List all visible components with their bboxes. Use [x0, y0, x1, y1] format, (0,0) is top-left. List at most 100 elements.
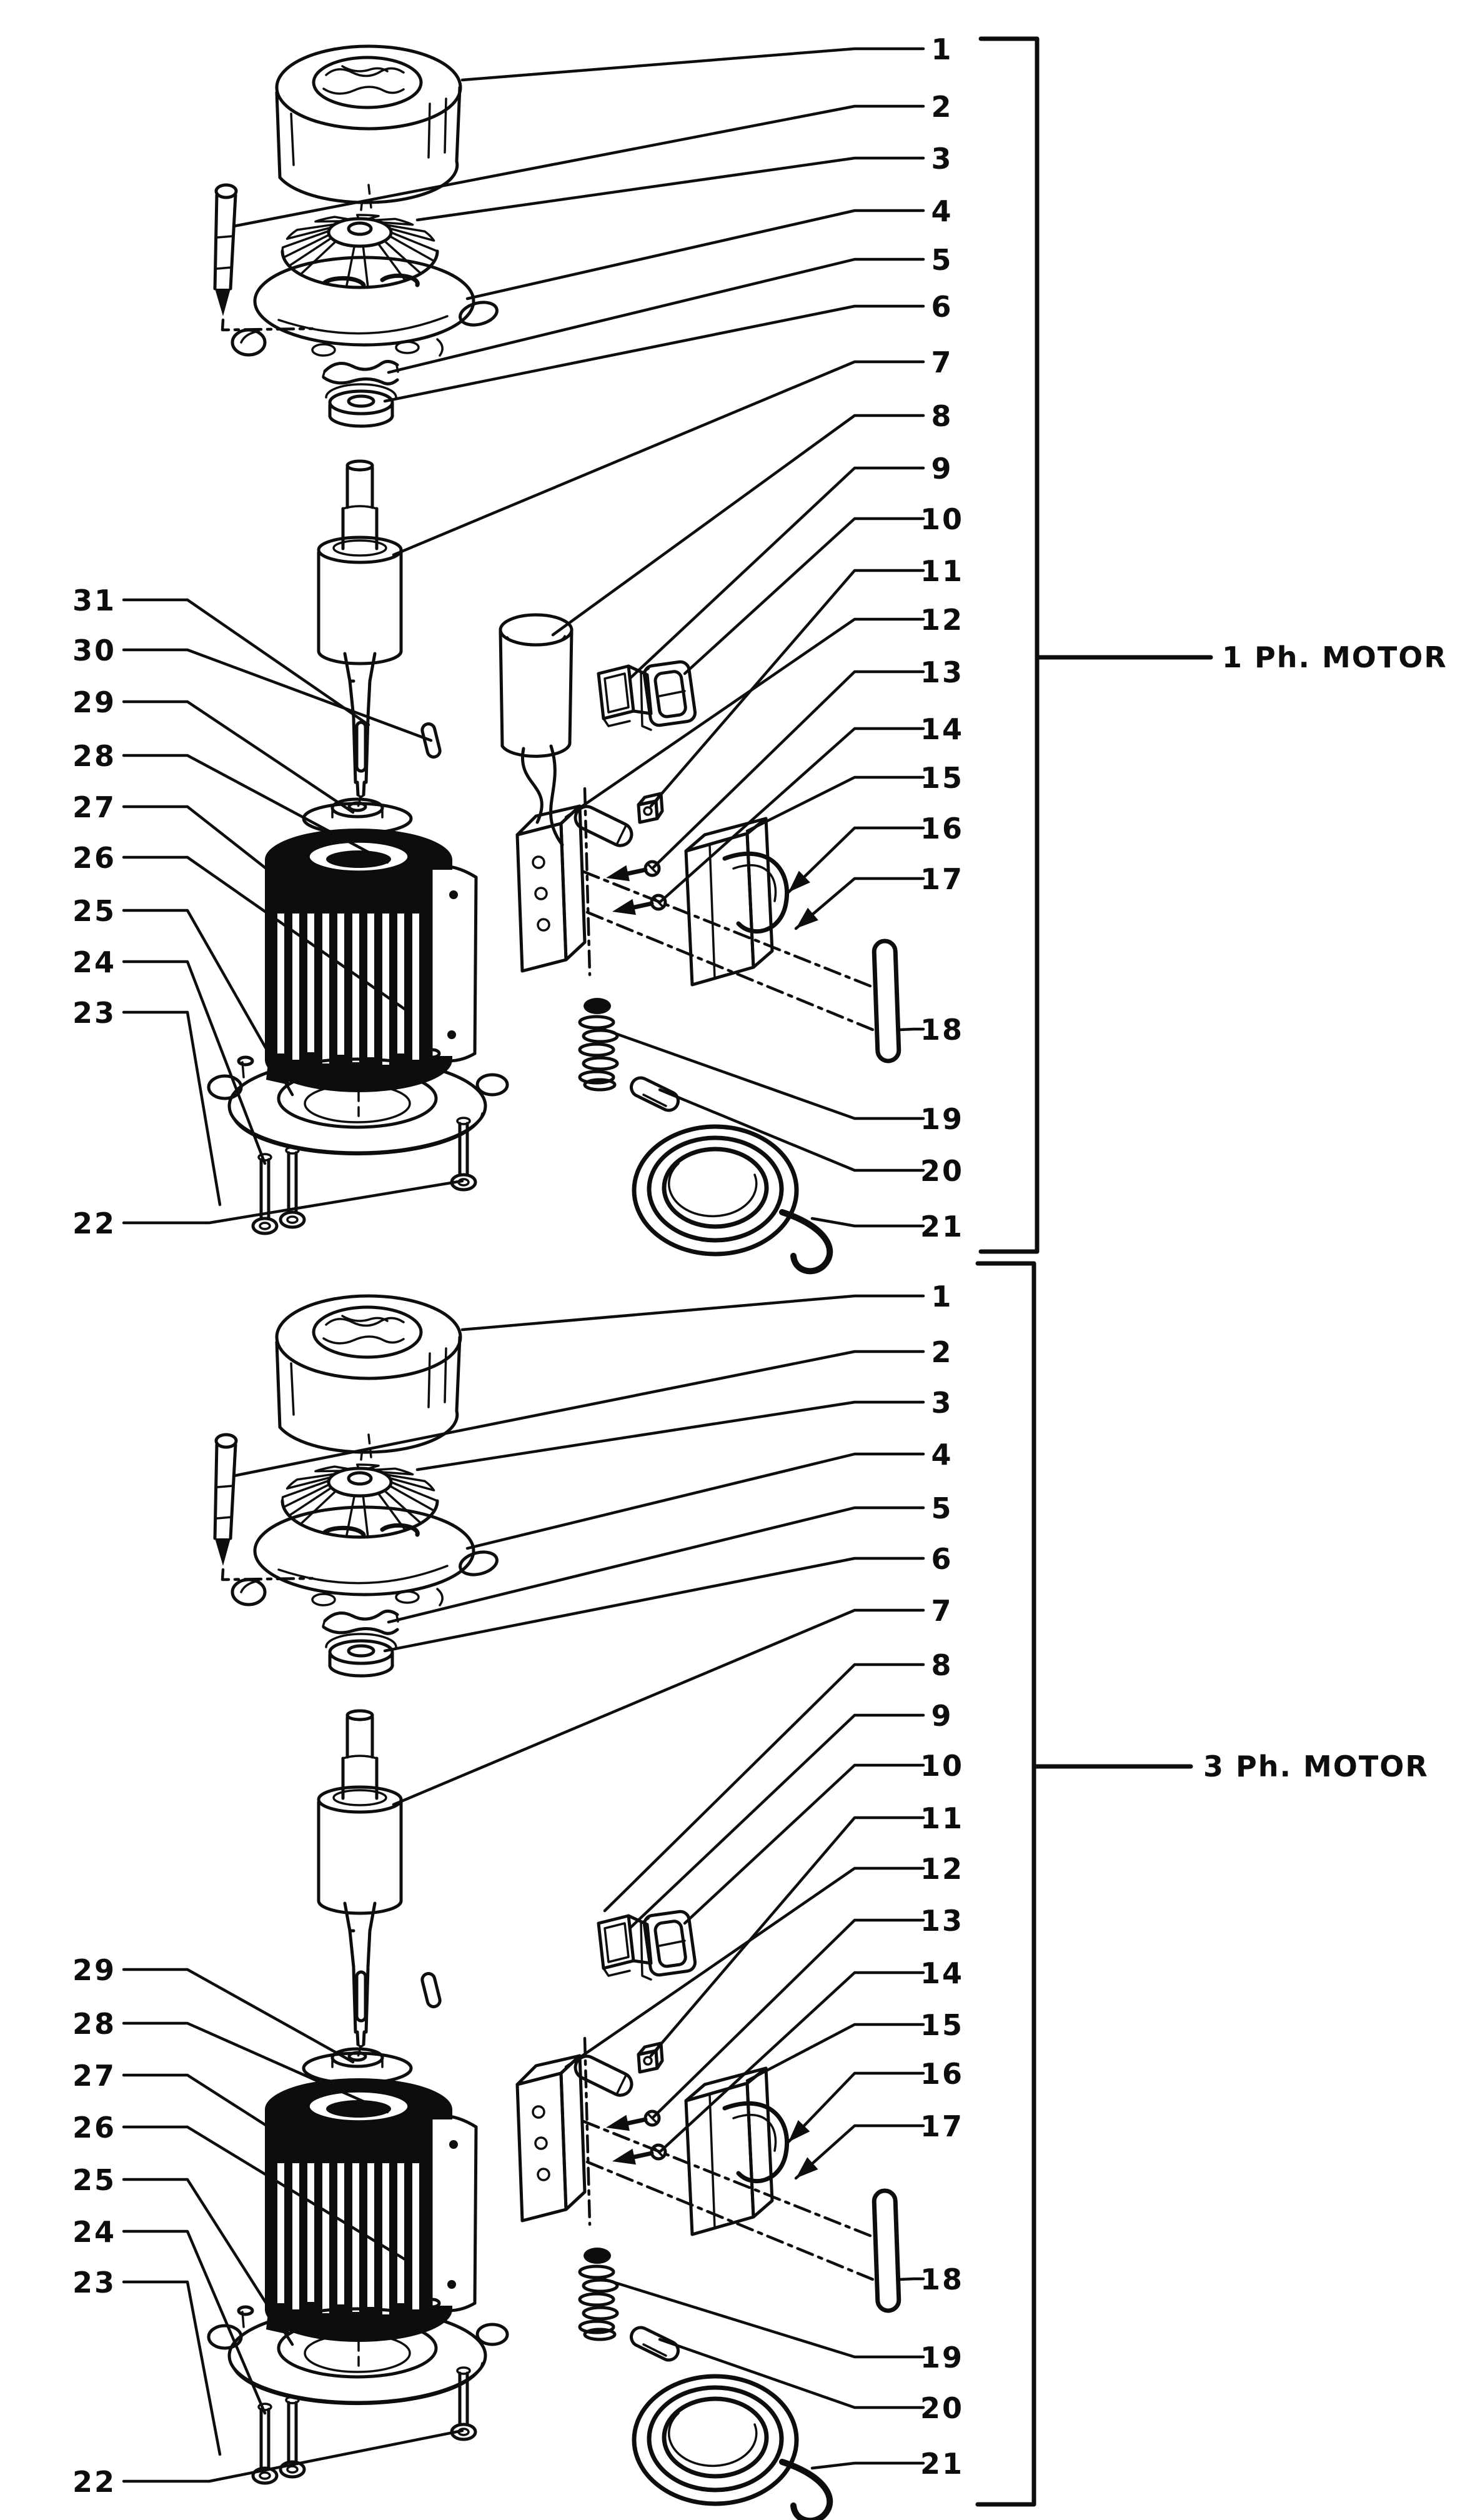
leader-3: [415, 156, 925, 222]
leader-5: [387, 1506, 925, 1624]
leader-22: [122, 1179, 464, 1225]
leader-3: [415, 1400, 925, 1472]
leader-10: [683, 517, 925, 675]
leader-15: [745, 2023, 925, 2083]
leader-30: [122, 648, 433, 742]
callout-7: 7: [931, 346, 953, 379]
callout-3: 3: [931, 142, 953, 176]
callout-28: 28: [72, 739, 116, 773]
leader-29: [122, 700, 355, 814]
leader-13: [652, 670, 925, 869]
callout-28: 28: [72, 2007, 116, 2041]
centre-lines: [582, 2036, 878, 2283]
leader-1: [460, 1294, 925, 1332]
leader-8: [603, 1663, 925, 1913]
leader-26: [122, 2125, 411, 2264]
callout-13: 13: [920, 655, 964, 689]
fan: [281, 197, 439, 289]
terminal-block: [515, 2054, 587, 2223]
leader-4: [465, 209, 925, 301]
leader-29: [122, 1968, 355, 2064]
cable-gland: [630, 2326, 680, 2362]
callout-3: 3: [931, 1386, 953, 1420]
callout-24: 24: [72, 945, 116, 979]
key-pin: [420, 1972, 442, 2008]
callout-10: 10: [920, 502, 964, 536]
cable-gland: [630, 1076, 680, 1112]
centre-lines: [582, 787, 878, 1033]
leader-27: [122, 2073, 317, 2159]
leader-28: [122, 2021, 389, 2114]
callout-2: 2: [931, 1335, 953, 1369]
bearing-lower: [302, 797, 413, 835]
leader-24: [122, 960, 267, 1165]
callout-1: 1: [931, 32, 953, 66]
capacitor: [499, 613, 574, 847]
leader-23: [122, 2280, 222, 2456]
leader-31: [122, 598, 370, 727]
leader-9: [628, 1713, 925, 1930]
leader-6: [383, 304, 925, 403]
gasket-plate: [872, 939, 901, 1063]
callout-17: 17: [920, 2109, 964, 2143]
terminal-screws: [606, 860, 667, 915]
callout-26: 26: [72, 2111, 116, 2144]
leader-25: [122, 2178, 294, 2346]
callout-11: 11: [920, 1801, 964, 1835]
callout-15: 15: [920, 2008, 964, 2042]
stator: [265, 2078, 478, 2342]
end-shield: [231, 256, 499, 357]
callout-11: 11: [920, 554, 964, 588]
gasket-plate: [872, 2188, 901, 2313]
rocker-switch: [640, 1910, 697, 1981]
fan-cover: [275, 44, 462, 209]
through-bolt: [213, 1433, 314, 1581]
callout-20: 20: [920, 2391, 964, 2425]
spring: [578, 998, 619, 1092]
callout-21: 21: [920, 2447, 964, 2481]
callout-26: 26: [72, 841, 116, 875]
callout-23: 23: [72, 996, 116, 1030]
callout-27: 27: [72, 790, 116, 824]
callout-19: 19: [920, 2341, 964, 2374]
leader-15: [745, 775, 925, 833]
power-cord-coil: [632, 1124, 833, 1275]
bracket-line: [975, 1261, 1036, 2507]
leader-22: [122, 2429, 464, 2483]
leader-24: [122, 2229, 267, 2415]
bushing: [574, 805, 633, 847]
leader-14: [658, 1971, 925, 2154]
motor-art-1ph: [207, 44, 901, 1275]
leader-4: [465, 1452, 925, 1550]
callout-4: 4: [931, 194, 953, 228]
callout-30: 30: [72, 634, 116, 667]
leader-17: [794, 877, 925, 930]
callout-7: 7: [931, 1594, 953, 1628]
wave-washer: [322, 360, 399, 386]
callout-25: 25: [72, 2163, 116, 2197]
callout-1: 1: [931, 1280, 953, 1313]
motor-art-3ph: [207, 1294, 901, 2520]
leader-7: [392, 1608, 925, 1806]
callout-18: 18: [920, 1013, 964, 1047]
bracket-0: [978, 36, 1213, 1254]
callout-9: 9: [931, 1699, 953, 1733]
callout-22: 22: [72, 2465, 116, 2499]
callout-12: 12: [920, 603, 964, 637]
callout-24: 24: [72, 2215, 116, 2249]
bracket-label-1ph: 1 Ph. MOTOR: [1222, 640, 1448, 674]
fan-cover: [275, 1294, 462, 1458]
end-shield: [231, 1505, 499, 1606]
leader-20: [658, 1088, 925, 1172]
callout-15: 15: [920, 761, 964, 795]
leader-16: [787, 2071, 925, 2144]
leader-14: [658, 727, 925, 904]
callout-25: 25: [72, 894, 116, 928]
rotor-shaft: [317, 1709, 403, 2058]
leader-12: [564, 617, 925, 819]
